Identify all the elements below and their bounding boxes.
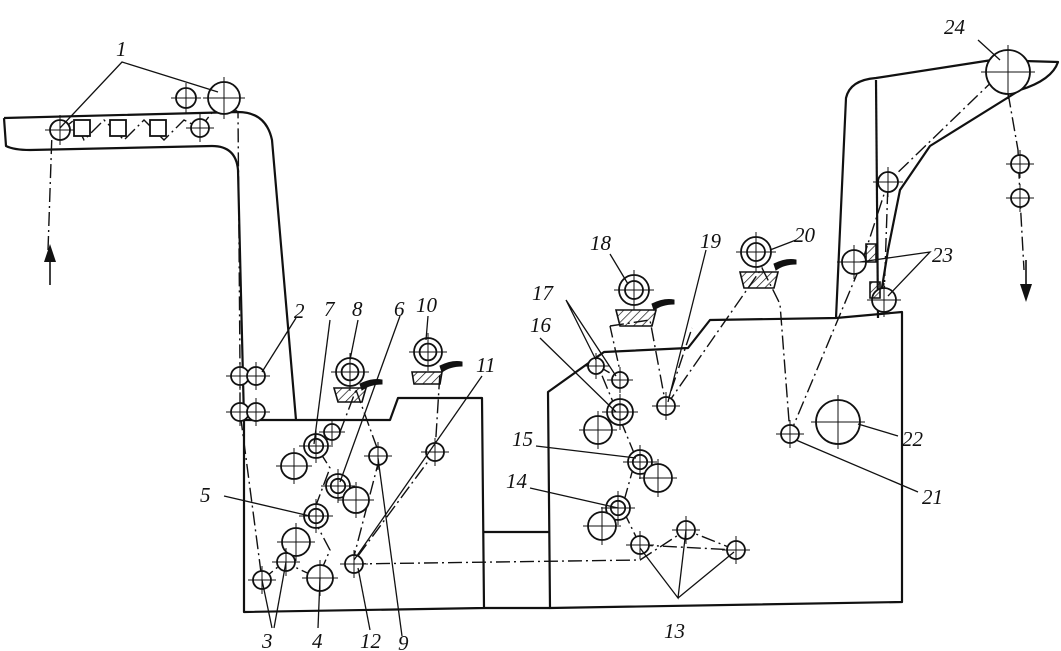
tower-inner-post [874, 79, 880, 319]
callout-11: 11 [476, 353, 495, 377]
callout-19: 19 [700, 229, 722, 253]
roller [45, 115, 75, 145]
tower-frame [834, 58, 1060, 319]
callout-1: 1 [116, 37, 127, 61]
callout-7: 7 [324, 297, 336, 321]
callout-14: 14 [506, 469, 528, 493]
callout-2: 2 [294, 299, 305, 323]
roller [409, 333, 447, 371]
roller [299, 429, 333, 463]
festoon-boxes [73, 119, 167, 137]
roller [873, 167, 903, 197]
roller [583, 507, 621, 545]
roller [626, 531, 654, 559]
roller [242, 362, 270, 390]
roller [340, 550, 368, 578]
roller [277, 523, 315, 561]
roller [736, 232, 776, 272]
exit-arrow-head-icon [1020, 284, 1032, 302]
festoon-box [149, 119, 167, 137]
coating-trough-8 [332, 387, 368, 403]
callout-10: 10 [416, 293, 438, 317]
doctor-blade-8 [359, 379, 383, 391]
callout-4: 4 [312, 629, 323, 651]
callout-12: 12 [360, 629, 382, 651]
doctor-blade-20 [773, 259, 797, 271]
web-direction-arrows [44, 244, 1032, 302]
roller [981, 45, 1035, 99]
callout-13: 13 [664, 619, 685, 643]
callout-labels: 1 2 3 4 5 6 7 8 9 10 11 12 13 14 15 16 1… [116, 15, 966, 651]
callout-20: 20 [794, 223, 816, 247]
roller [776, 420, 804, 448]
machine-frame [2, 58, 1060, 614]
festoon-box [73, 119, 91, 137]
roller [299, 499, 333, 533]
roller [583, 353, 609, 379]
callout-15: 15 [512, 427, 533, 451]
roller [811, 395, 865, 449]
callout-18: 18 [590, 231, 612, 255]
coating-trough-10 [411, 371, 443, 385]
roller [722, 536, 750, 564]
roller [338, 482, 374, 518]
callout-16: 16 [530, 313, 552, 337]
tension-pad-23b [869, 281, 881, 299]
roller [319, 419, 345, 445]
roller [364, 442, 392, 470]
roller [639, 459, 677, 497]
roller [579, 411, 617, 449]
roller [203, 77, 245, 119]
roller [421, 438, 449, 466]
center-connector-frame [484, 530, 550, 610]
roller [602, 394, 638, 430]
leader-lines [59, 39, 1001, 637]
coating-trough-18 [614, 309, 658, 327]
roller [331, 353, 369, 391]
roller [607, 367, 633, 393]
coating-trough-20 [738, 271, 780, 289]
roller [614, 270, 654, 310]
entry-arrow-head-icon [44, 244, 56, 262]
callout-22: 22 [902, 427, 924, 451]
roller [623, 445, 657, 479]
callout-9: 9 [398, 631, 409, 651]
doctor-blade-18 [651, 299, 675, 311]
roller [1006, 184, 1034, 212]
roller [1006, 150, 1034, 178]
doctor-blade-10 [439, 361, 463, 373]
roller [321, 469, 355, 503]
callout-6: 6 [394, 297, 405, 321]
roller [652, 392, 680, 420]
callout-3: 3 [261, 629, 273, 651]
roller-group [45, 45, 1035, 596]
coating-units [332, 243, 881, 403]
festoon-box [109, 119, 127, 137]
roller [171, 83, 201, 113]
left-module-frame [242, 396, 486, 614]
tension-pad-23 [865, 243, 877, 263]
right-module-frame [546, 310, 904, 610]
callout-5: 5 [200, 483, 211, 507]
callout-21: 21 [922, 485, 943, 509]
callout-23: 23 [932, 243, 953, 267]
callout-24: 24 [944, 15, 966, 39]
roller [276, 448, 312, 484]
callout-8: 8 [352, 297, 363, 321]
roller [242, 398, 270, 426]
roller [186, 114, 214, 142]
callout-17: 17 [532, 281, 555, 305]
